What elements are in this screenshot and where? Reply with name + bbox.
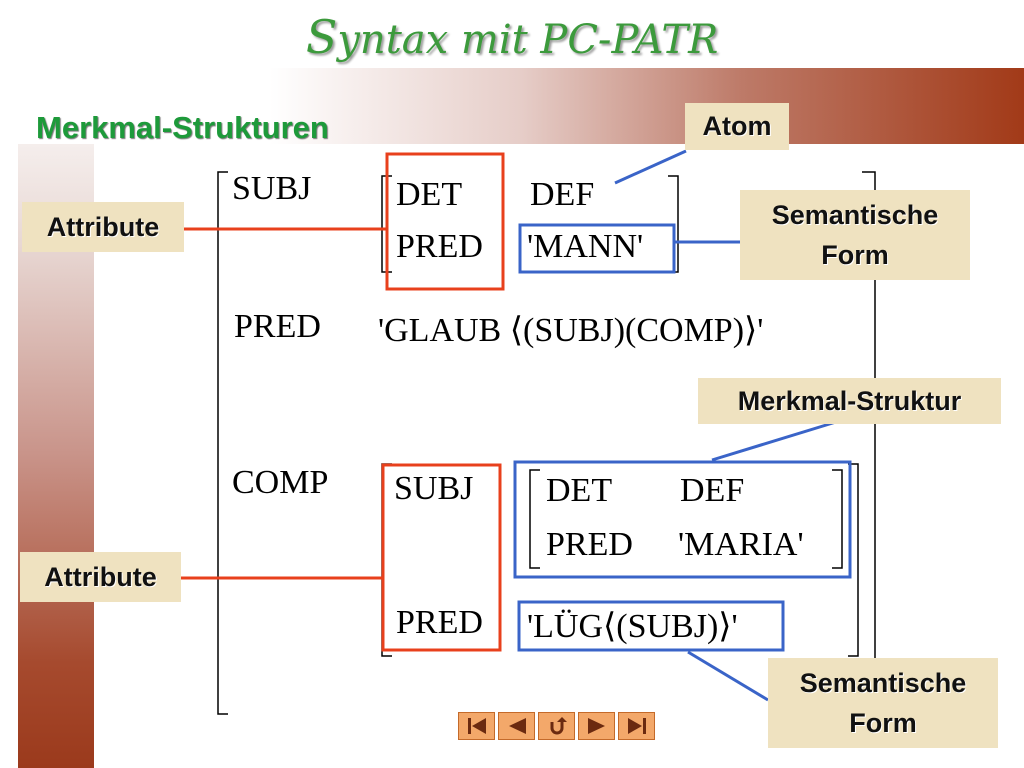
value-subj-pred: 'MANN'	[527, 228, 644, 265]
first-icon	[467, 718, 486, 734]
attribute-box-top	[385, 152, 505, 291]
attribute-label-top: Attribute	[22, 202, 184, 252]
attr-subj-pred: PRED	[396, 228, 483, 265]
feature-structure-box	[513, 460, 852, 579]
attr-subj-det: DET	[396, 176, 463, 213]
atom-connector	[614, 149, 687, 185]
background-top-gradient	[18, 68, 1024, 144]
value-pred: 'GLAUB ⟨(SUBJ)(COMP)⟩'	[378, 312, 764, 349]
attr-comp: COMP	[232, 464, 329, 501]
atom-label: Atom	[685, 103, 789, 150]
attr-comp-subj-det: DET	[546, 472, 613, 509]
slide-navigation	[458, 712, 658, 740]
next-slide-button[interactable]	[578, 712, 615, 740]
last-icon	[627, 718, 646, 734]
semantic-form-box-top	[518, 223, 676, 274]
section-heading: Merkmal-Strukturen	[36, 110, 329, 145]
attr-subj: SUBJ	[232, 170, 312, 207]
return-button[interactable]	[538, 712, 575, 740]
semantic-form-bottom-connector	[687, 650, 769, 702]
last-slide-button[interactable]	[618, 712, 655, 740]
attribute-label-bottom: Attribute	[20, 552, 181, 602]
value-comp-pred: 'LÜG⟨(SUBJ)⟩'	[527, 608, 738, 645]
previous-icon	[508, 718, 526, 734]
slide-title: Syntax mit PC-PATR	[305, 10, 719, 64]
attribute-box-bottom	[381, 463, 502, 652]
attr-comp-subj-pred: PRED	[546, 526, 633, 563]
first-slide-button[interactable]	[458, 712, 495, 740]
previous-slide-button[interactable]	[498, 712, 535, 740]
semantic-form-label-bottom: Semantische Form	[768, 658, 998, 748]
return-icon	[550, 717, 567, 735]
feature-structure-label: Merkmal-Struktur	[698, 378, 1001, 424]
background-left-gradient	[18, 68, 94, 768]
comp-subj-matrix-bracket	[529, 469, 843, 569]
attr-comp-pred: PRED	[396, 604, 483, 641]
value-subj-det: DEF	[530, 176, 595, 213]
value-comp-subj-pred: 'MARIA'	[678, 526, 804, 563]
attr-pred: PRED	[234, 308, 321, 345]
semantic-form-box-bottom	[517, 600, 785, 652]
semantic-form-label-top: Semantische Form	[740, 190, 970, 280]
attr-comp-subj: SUBJ	[394, 470, 474, 507]
feature-structure-connector	[711, 420, 837, 462]
value-comp-subj-det: DEF	[680, 472, 745, 509]
next-icon	[587, 718, 605, 734]
